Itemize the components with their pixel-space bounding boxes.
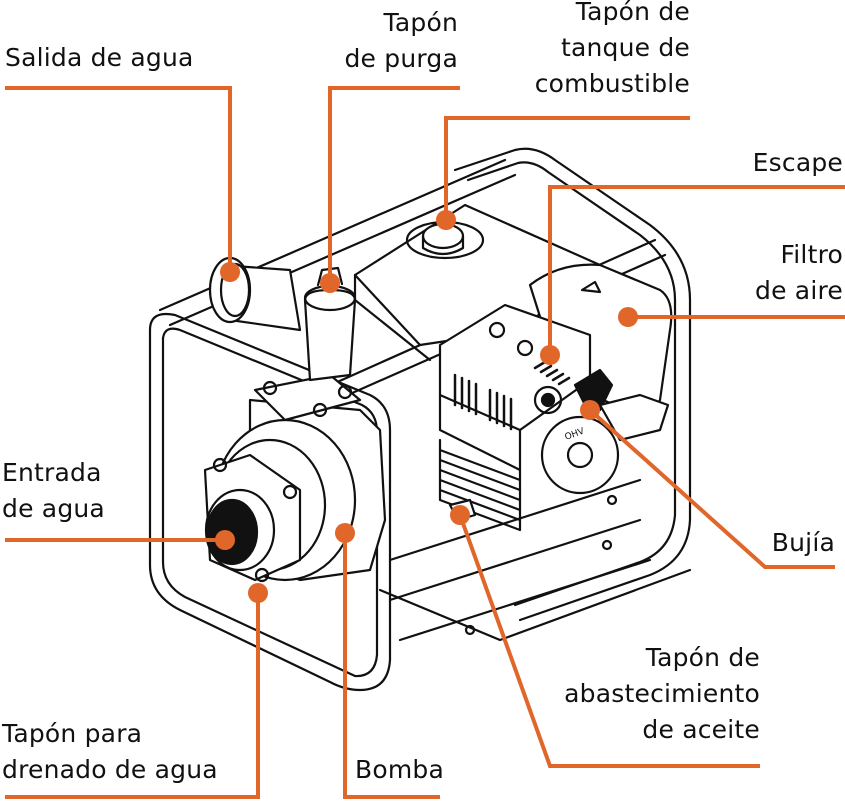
base-skid xyxy=(388,478,652,642)
label-filtro-aire: Filtro de aire xyxy=(755,237,843,309)
leader-tapon-purga xyxy=(328,86,460,283)
dot-escape xyxy=(540,345,560,365)
frame-back-loop-inner xyxy=(466,161,677,607)
inlet-opening xyxy=(205,498,259,566)
priming-neck xyxy=(303,288,357,382)
cylinder-fins xyxy=(438,438,522,532)
label-entrada-agua: Entrada de agua xyxy=(2,455,105,527)
engine-shroud-front xyxy=(438,393,522,472)
leader-bomba xyxy=(343,533,440,799)
label-line: Entrada xyxy=(2,458,102,487)
muffler-vents xyxy=(453,360,571,431)
dot-drenado xyxy=(248,583,268,603)
dot-tapon-aceite xyxy=(450,505,470,525)
label-line: Bomba xyxy=(355,755,444,784)
label-salida-agua: Salida de agua xyxy=(5,40,194,76)
dot-salida-agua xyxy=(220,262,240,282)
label-bujia: Bujía xyxy=(772,525,835,561)
label-line: Filtro xyxy=(780,240,843,269)
exhaust-port xyxy=(533,385,563,415)
recoil-starter xyxy=(540,415,620,495)
frame-front-loop xyxy=(148,312,392,692)
label-line: Tapón xyxy=(383,8,458,37)
leader-drenado xyxy=(5,595,260,799)
dot-entrada-agua xyxy=(215,530,235,550)
label-tapon-purga: Tapón de purga xyxy=(344,5,458,77)
dot-bomba xyxy=(335,523,355,543)
label-line: combustible xyxy=(534,69,690,98)
label-line: Tapón para xyxy=(2,719,143,748)
label-line: Salida de agua xyxy=(5,43,194,72)
label-line: Tapón de xyxy=(645,643,760,672)
frame-back-loop xyxy=(453,147,692,622)
frame-front-loop-inner xyxy=(161,327,379,678)
callout-dots xyxy=(215,210,638,603)
label-line: de aire xyxy=(755,276,843,305)
dot-bujia xyxy=(580,400,600,420)
leader-tapon-aceite xyxy=(458,514,760,768)
base-plate xyxy=(378,568,692,642)
spark-plug-cap xyxy=(573,368,614,412)
label-line: Escape xyxy=(752,148,843,177)
label-line: Tapón de xyxy=(575,0,690,26)
leader-lines xyxy=(5,86,845,799)
label-line: de aceite xyxy=(642,715,760,744)
leader-tapon-tanque xyxy=(444,116,690,220)
leader-escape xyxy=(548,185,845,355)
label-line: abastecimiento xyxy=(564,679,760,708)
leader-salida-agua xyxy=(5,86,232,272)
pump-top-flange xyxy=(253,373,362,422)
leader-bujia xyxy=(588,408,835,569)
label-bomba: Bomba xyxy=(355,752,444,788)
label-line: tanque de xyxy=(560,33,690,62)
wing-nut xyxy=(580,280,602,294)
label-escape: Escape xyxy=(753,145,843,181)
fuel-cap-top xyxy=(421,234,465,256)
dot-filtro-aire xyxy=(618,307,638,327)
dot-tapon-purga xyxy=(320,273,340,293)
label-tapon-aceite: Tapón de abastecimiento de aceite xyxy=(564,640,760,748)
label-tapon-drenado: Tapón para drenado de agua xyxy=(2,716,218,788)
label-line: de agua xyxy=(2,494,105,523)
label-line: drenado de agua xyxy=(2,755,218,784)
label-line: de purga xyxy=(344,44,458,73)
dot-tapon-tanque xyxy=(436,210,456,230)
label-line: Bujía xyxy=(771,528,835,557)
label-tapon-tanque: Tapón de tanque de combustible xyxy=(535,0,690,102)
